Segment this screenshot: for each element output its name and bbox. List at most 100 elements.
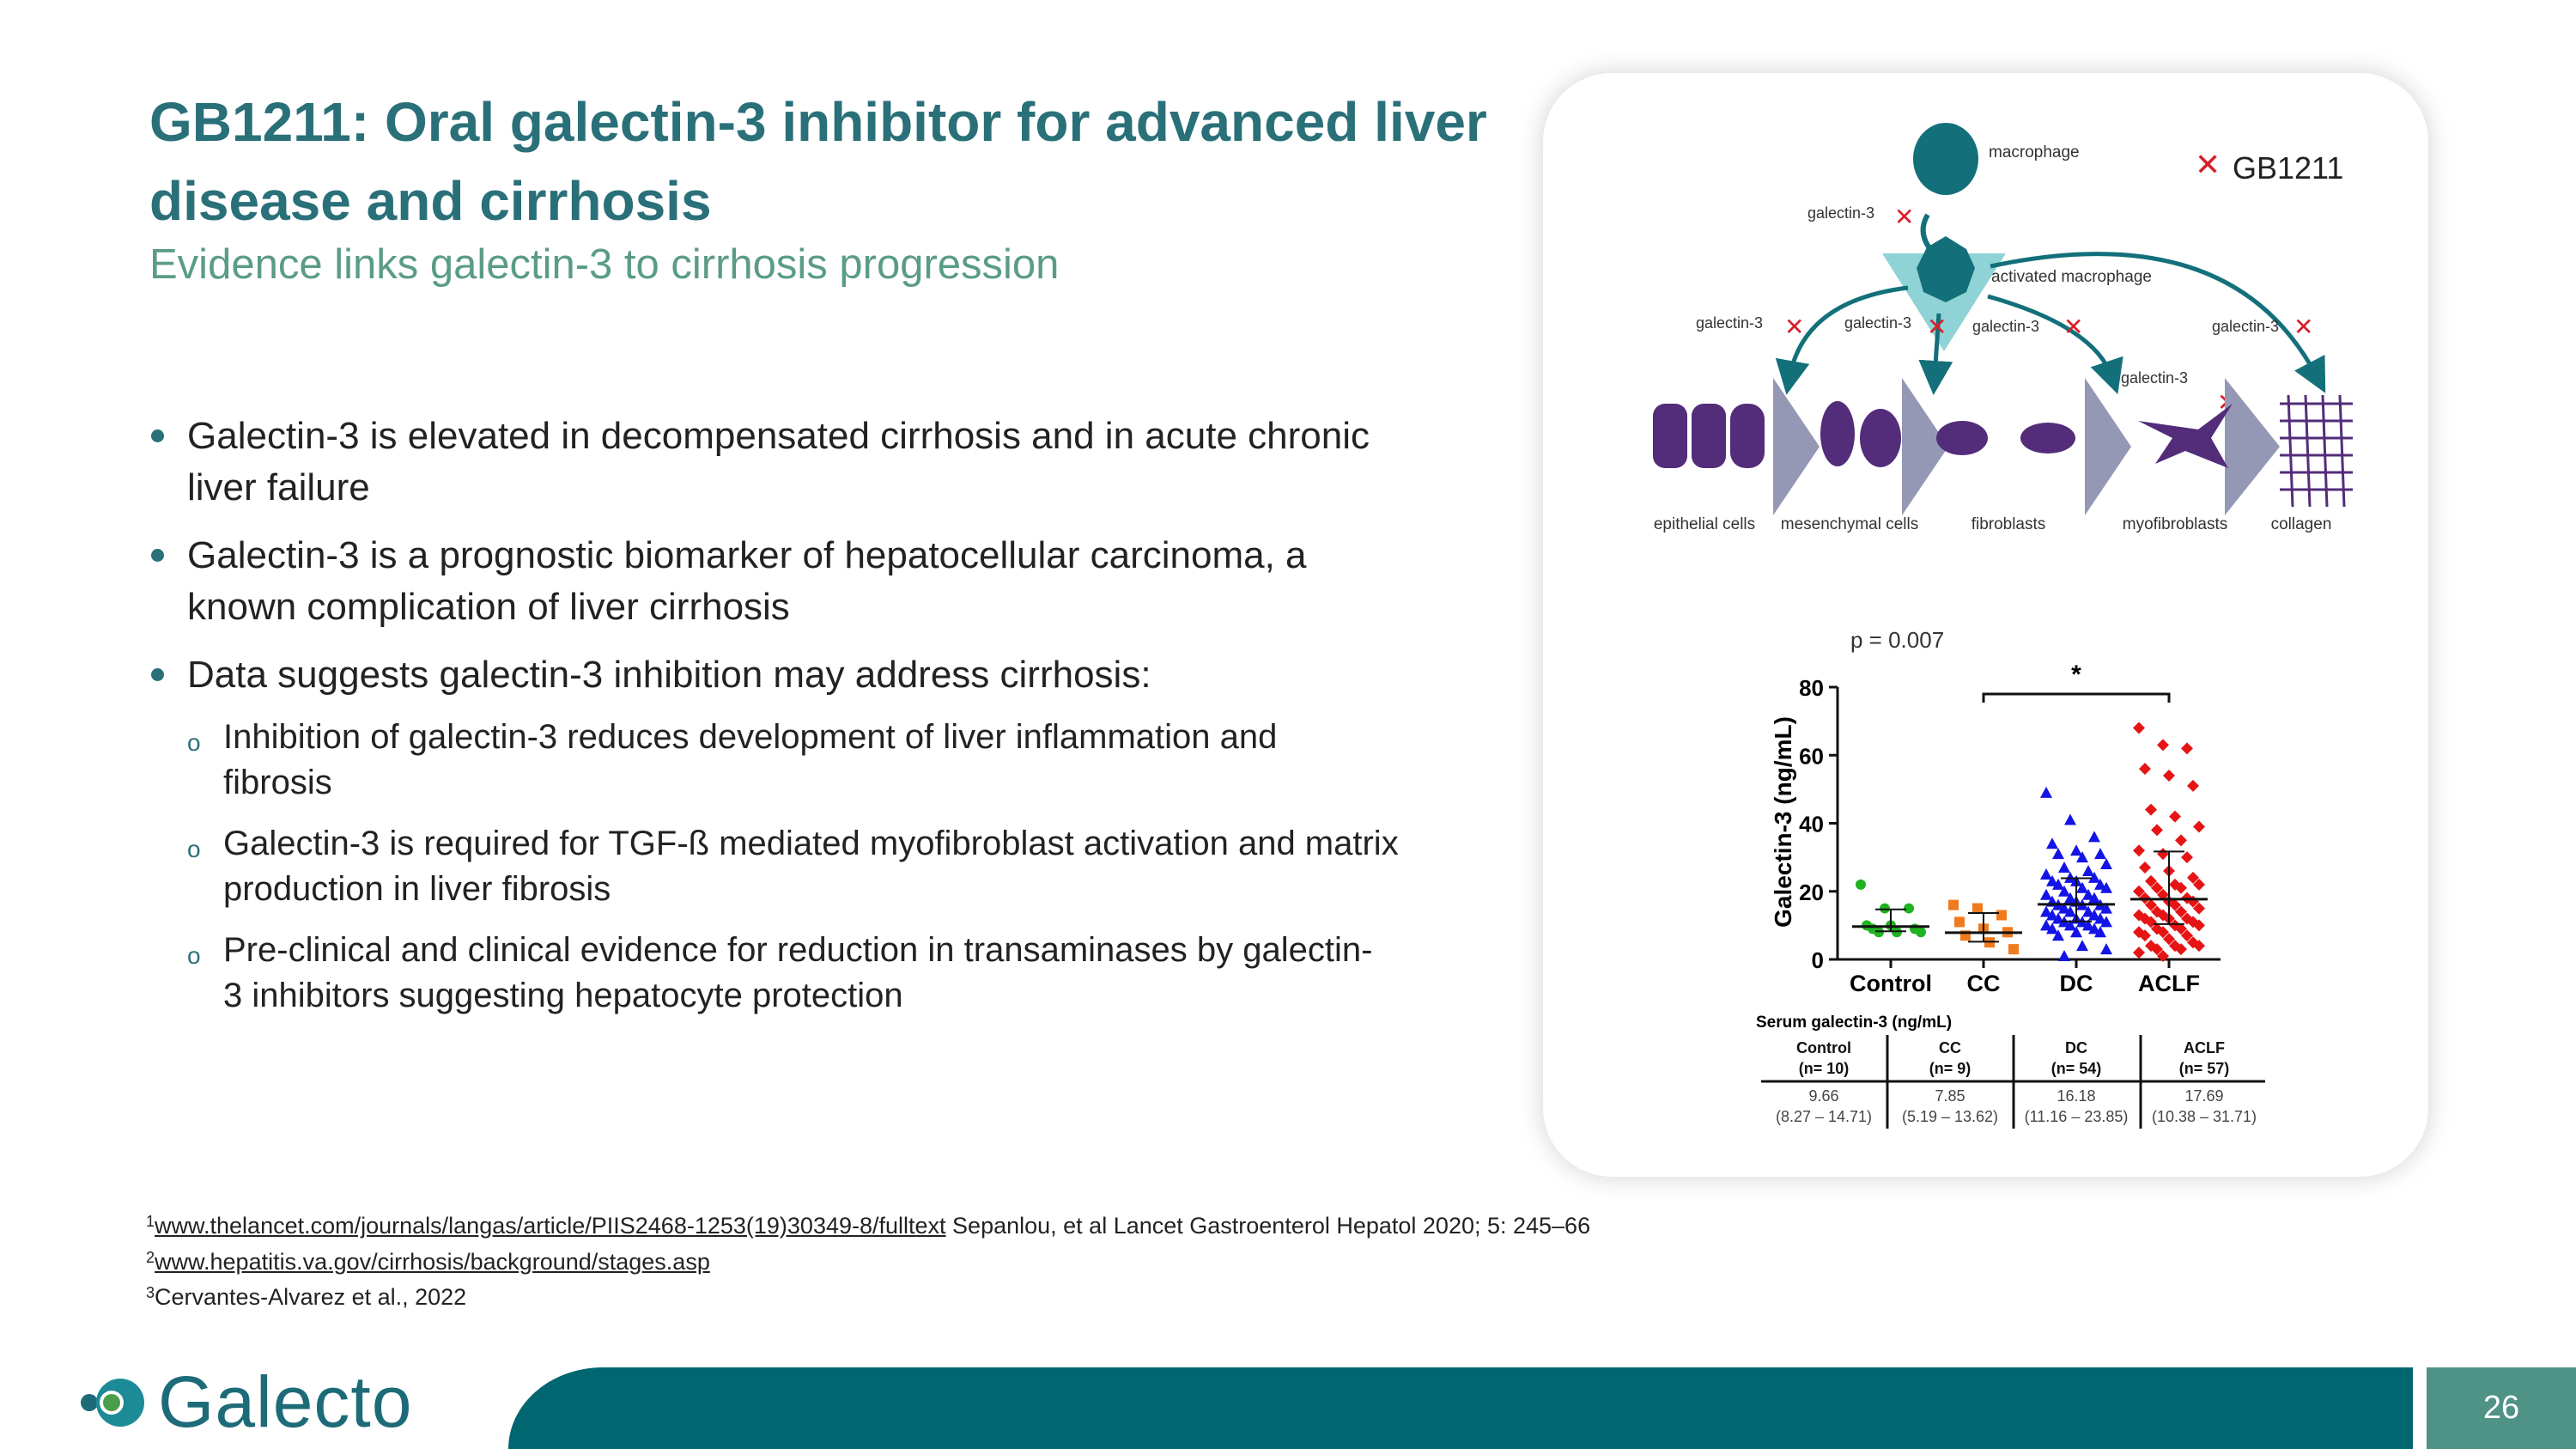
sub-bullet-3: Pre-clinical and clinical evidence for r… <box>187 928 1391 1019</box>
data-point-aclf <box>2163 933 2175 946</box>
page-title: GB1211: Oral galectin-3 inhibitor for ad… <box>149 91 1487 232</box>
data-point-aclf <box>2175 834 2187 847</box>
data-point-dc <box>2052 848 2064 860</box>
data-point-dc <box>2064 892 2076 904</box>
data-point-dc <box>2082 864 2094 876</box>
data-point-aclf <box>2193 820 2205 833</box>
inhibit-x-icon: ✕ <box>2195 147 2221 182</box>
table-cell-medians: 9.66 <box>1808 1087 1838 1105</box>
data-point-dc <box>2040 919 2052 931</box>
data-point-aclf <box>2157 888 2169 901</box>
data-point-control <box>1856 879 1866 890</box>
data-point-cc <box>1972 903 1983 914</box>
data-point-aclf <box>2151 943 2163 956</box>
svg-text:✕: ✕ <box>2063 314 2083 340</box>
table-cell-medians: 16.18 <box>2057 1087 2095 1105</box>
p-value-annotation: p = 0.007 <box>1850 627 1944 653</box>
data-point-aclf <box>2151 881 2163 894</box>
logo-mark-icon <box>81 1378 144 1427</box>
y-tick-label: 20 <box>1799 880 1824 905</box>
data-point-dc <box>2076 881 2088 893</box>
footnote-number: 1 <box>146 1213 155 1230</box>
gb1211-legend: GB1211 <box>2233 150 2343 186</box>
data-point-aclf <box>2145 898 2157 911</box>
collagen-icon <box>2280 394 2353 508</box>
data-point-dc <box>2100 858 2112 870</box>
data-point-dc <box>2082 888 2094 900</box>
data-point-aclf <box>2169 810 2181 823</box>
data-point-aclf <box>2193 940 2205 953</box>
galectin-label: galectin-3 <box>2212 318 2279 335</box>
x-tick-label: Control <box>1850 971 1932 996</box>
footnote-link[interactable]: www.hepatitis.va.gov/cirrhosis/backgroun… <box>155 1249 710 1275</box>
significance-star: * <box>2071 661 2081 689</box>
table-column-dividers <box>1886 1035 2142 1129</box>
activation-triangle <box>1882 253 2006 351</box>
y-tick-label: 0 <box>1812 947 1824 973</box>
data-point-aclf <box>2133 885 2145 898</box>
logo-text: Galecto <box>158 1361 413 1442</box>
table-cell-n: (n= 9) <box>1929 1060 1971 1077</box>
data-point-cc <box>1954 916 1965 928</box>
data-point-aclf <box>2139 929 2151 942</box>
data-point-cc <box>2008 944 2019 955</box>
data-point-dc <box>2046 909 2058 921</box>
table-cell-n: (n= 54) <box>2051 1060 2102 1077</box>
page-number: 26 <box>2427 1367 2576 1449</box>
x-tick-label: CC <box>1967 971 2001 996</box>
data-point-dc <box>2046 874 2058 886</box>
galectin-label: galectin-3 <box>1696 314 1763 332</box>
table-cell-n: (n= 57) <box>2179 1060 2230 1077</box>
table-cell-medians: 7.85 <box>1935 1087 1965 1105</box>
footnote-number: 2 <box>146 1249 155 1266</box>
galecto-logo: Galecto <box>77 1361 413 1442</box>
data-point-dc <box>2040 786 2052 798</box>
data-point-aclf <box>2157 739 2169 752</box>
data-point-control <box>1880 903 1890 914</box>
data-point-dc <box>2088 892 2100 904</box>
data-point-dc <box>2076 851 2088 863</box>
footnote-link[interactable]: www.thelancet.com/journals/langas/articl… <box>155 1213 946 1239</box>
data-point-dc <box>2100 881 2112 893</box>
bullet-3: Data suggests galectin-3 inhibition may … <box>151 649 1389 701</box>
data-point-aclf <box>2175 905 2187 918</box>
data-point-dc <box>2052 878 2064 890</box>
data-point-dc <box>2094 926 2106 938</box>
y-tick-label: 80 <box>1799 675 1824 701</box>
data-point-dc <box>2064 919 2076 931</box>
data-point-aclf <box>2157 926 2169 939</box>
data-point-dc <box>2094 848 2106 860</box>
stage-label: collagen <box>2271 515 2332 533</box>
footer-band <box>508 1367 2413 1449</box>
x-tick-label: DC <box>2060 971 2093 996</box>
footnote-2: 2www.hepatitis.va.gov/cirrhosis/backgrou… <box>146 1249 710 1275</box>
data-point-dc <box>2070 926 2082 938</box>
data-point-control <box>1874 927 1884 938</box>
data-point-dc <box>2040 905 2052 917</box>
data-point-dc <box>2100 943 2112 955</box>
data-point-aclf <box>2151 824 2163 837</box>
data-point-aclf <box>2163 770 2175 782</box>
data-point-dc <box>2094 912 2106 924</box>
data-point-dc <box>2046 837 2058 849</box>
page-subtitle: Evidence links galectin-3 to cirrhosis p… <box>149 241 1060 288</box>
data-point-aclf <box>2133 947 2145 959</box>
data-point-aclf <box>2187 871 2199 884</box>
galectin-label: galectin-3 <box>1844 314 1911 332</box>
x-tick-label: ACLF <box>2138 971 2200 996</box>
data-point-dc <box>2064 905 2076 917</box>
footnote-3: 3Cervantes-Alvarez et al., 2022 <box>146 1284 466 1311</box>
data-point-aclf <box>2187 779 2199 792</box>
table-title: Serum galectin-3 (ng/mL) <box>1756 1014 1952 1032</box>
svg-text:✕: ✕ <box>1927 314 1947 340</box>
data-point-aclf <box>2133 844 2145 857</box>
footnote-1: 1www.thelancet.com/journals/langas/artic… <box>146 1213 1590 1239</box>
data-point-control <box>1892 927 1902 938</box>
data-point-aclf <box>2181 929 2193 942</box>
bullet-2: Galectin-3 is a prognostic biomarker of … <box>151 530 1389 633</box>
data-point-dc <box>2046 922 2058 935</box>
footnote-number: 3 <box>146 1284 155 1301</box>
data-point-dc <box>2064 813 2076 825</box>
data-point-aclf <box>2169 898 2181 911</box>
data-point-aclf <box>2145 916 2157 928</box>
